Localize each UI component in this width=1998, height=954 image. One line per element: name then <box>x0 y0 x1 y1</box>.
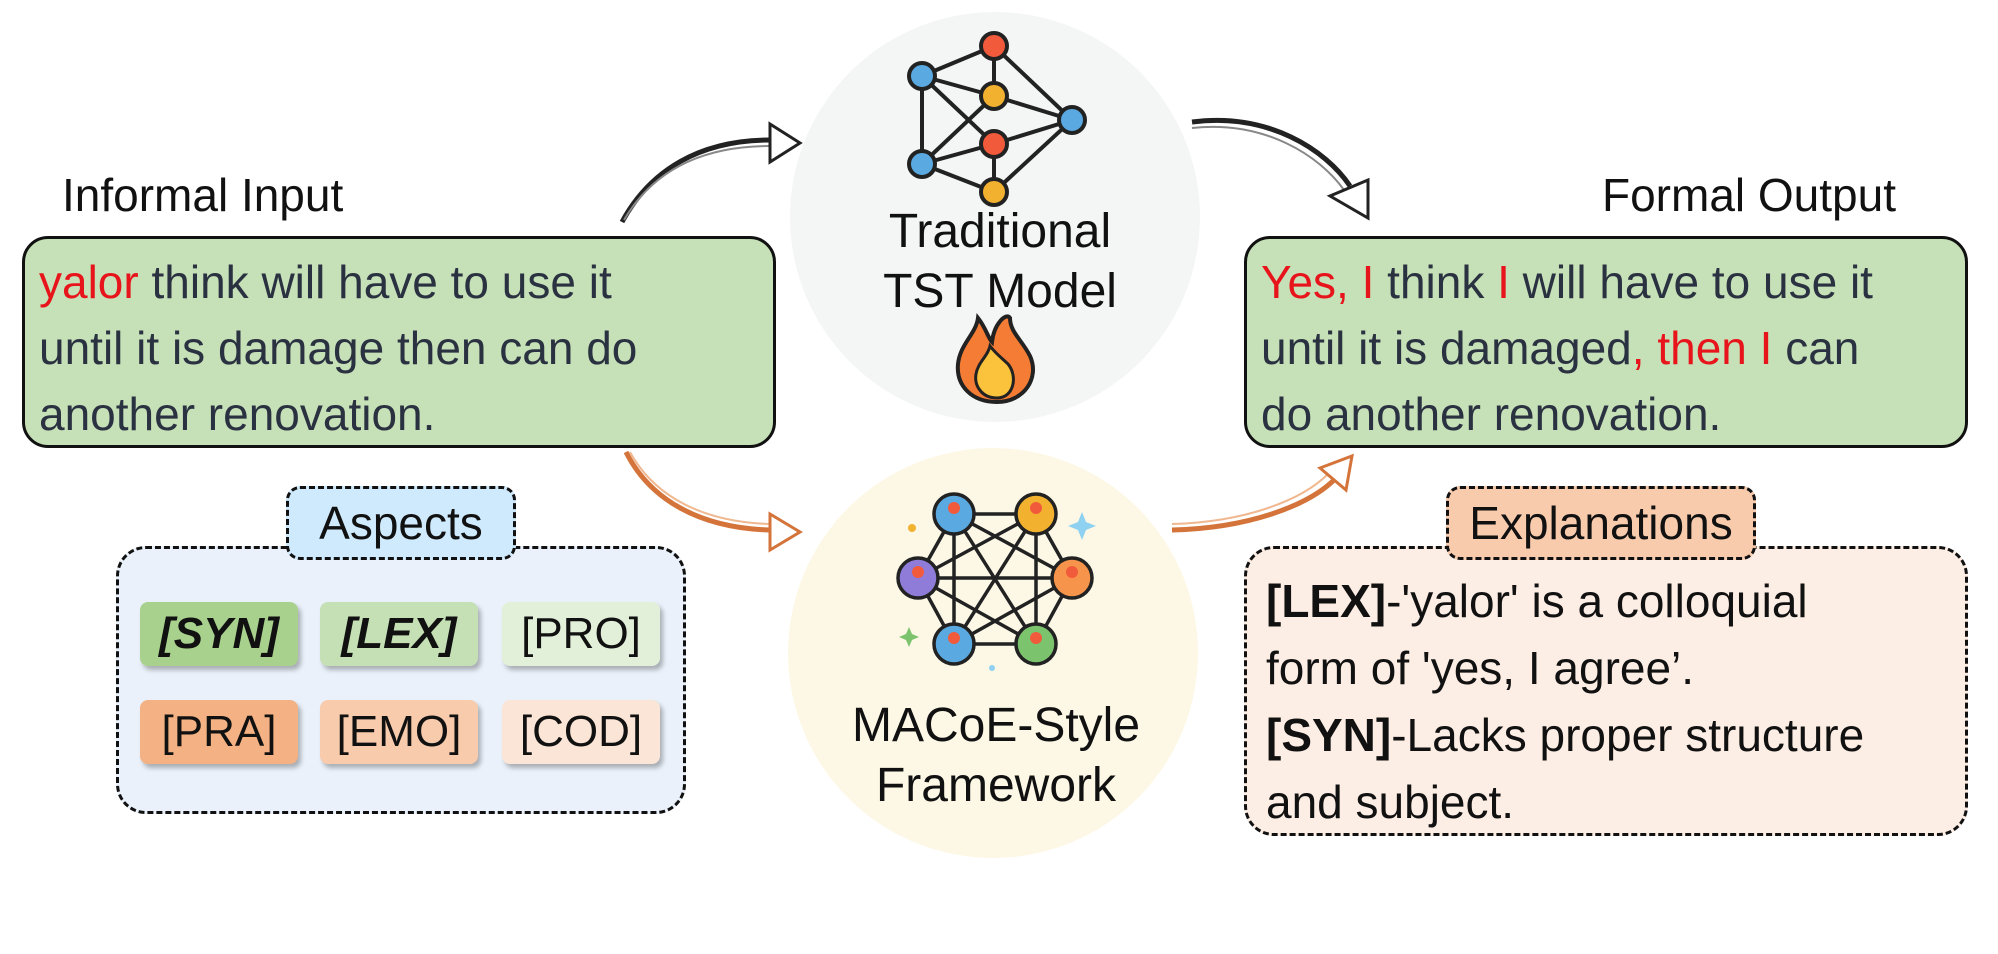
explanations-text: [LEX]-'yalor' is a colloquial form of 'y… <box>1266 568 1956 836</box>
arrow-traditional-to-output <box>1191 118 1370 221</box>
macoe-label-line1: MACoE-Style <box>851 699 1141 752</box>
aspect-chip-lex: [LEX] <box>320 602 478 666</box>
formal-text: will have to use it <box>1509 256 1873 308</box>
informal-text: another renovation. <box>39 388 436 440</box>
fire-icon <box>955 313 1035 405</box>
multi-agent-network-icon <box>896 492 1096 671</box>
informal-text: think will have to use it <box>138 256 612 308</box>
macoe-label-line2: Framework <box>875 759 1117 812</box>
arrow-macoe-to-output <box>1171 453 1354 533</box>
syn-explanation: and subject. <box>1266 776 1515 828</box>
arrow-input-to-macoe <box>623 450 803 553</box>
lex-tag: [LEX] <box>1266 575 1387 627</box>
aspect-chip-pra: [PRA] <box>140 700 298 764</box>
explanations-panel <box>1244 546 1968 836</box>
formal-text: until it is damaged <box>1261 322 1632 374</box>
informal-input-box: yalor think will have to use it until it… <box>22 236 776 448</box>
formal-highlight: Yes, I <box>1261 256 1375 308</box>
aspect-chip-cod: [COD] <box>502 700 660 764</box>
aspects-panel <box>116 546 686 814</box>
neural-network-icon <box>907 31 1087 207</box>
formal-highlight: , then I <box>1631 322 1773 374</box>
syn-explanation: -Lacks proper structure <box>1391 709 1865 761</box>
formal-highlight: I <box>1497 256 1510 308</box>
syn-tag: [SYN] <box>1266 709 1392 761</box>
macoe-framework-circle <box>788 448 1198 858</box>
traditional-label-line2: TST Model <box>883 265 1117 318</box>
formal-output-title: Formal Output <box>1602 169 1896 221</box>
lex-explanation: -'yalor' is a colloquial <box>1386 575 1808 627</box>
formal-output-box: Yes, I think I will have to use it until… <box>1244 236 1968 448</box>
arrow-input-to-traditional <box>619 121 803 224</box>
aspects-title: Aspects <box>286 486 516 560</box>
explanations-title: Explanations <box>1446 486 1756 560</box>
formal-text: can <box>1772 322 1860 374</box>
aspect-chip-syn: [SYN] <box>140 602 298 666</box>
traditional-label-line1: Traditional <box>888 205 1112 258</box>
formal-text: do another renovation. <box>1261 388 1722 440</box>
macoe-framework-label: MACoE-Style Framework <box>846 696 1146 816</box>
informal-input-title: Informal Input <box>62 169 344 221</box>
traditional-model-label: Traditional TST Model <box>850 202 1150 322</box>
aspect-chip-emo: [EMO] <box>320 700 478 764</box>
informal-highlight: yalor <box>39 256 139 308</box>
informal-text: until it is damage then can do <box>39 322 638 374</box>
aspect-chip-pro: [PRO] <box>502 602 660 666</box>
lex-explanation: form of 'yes, I agree’. <box>1266 642 1695 694</box>
formal-text: think <box>1374 256 1498 308</box>
